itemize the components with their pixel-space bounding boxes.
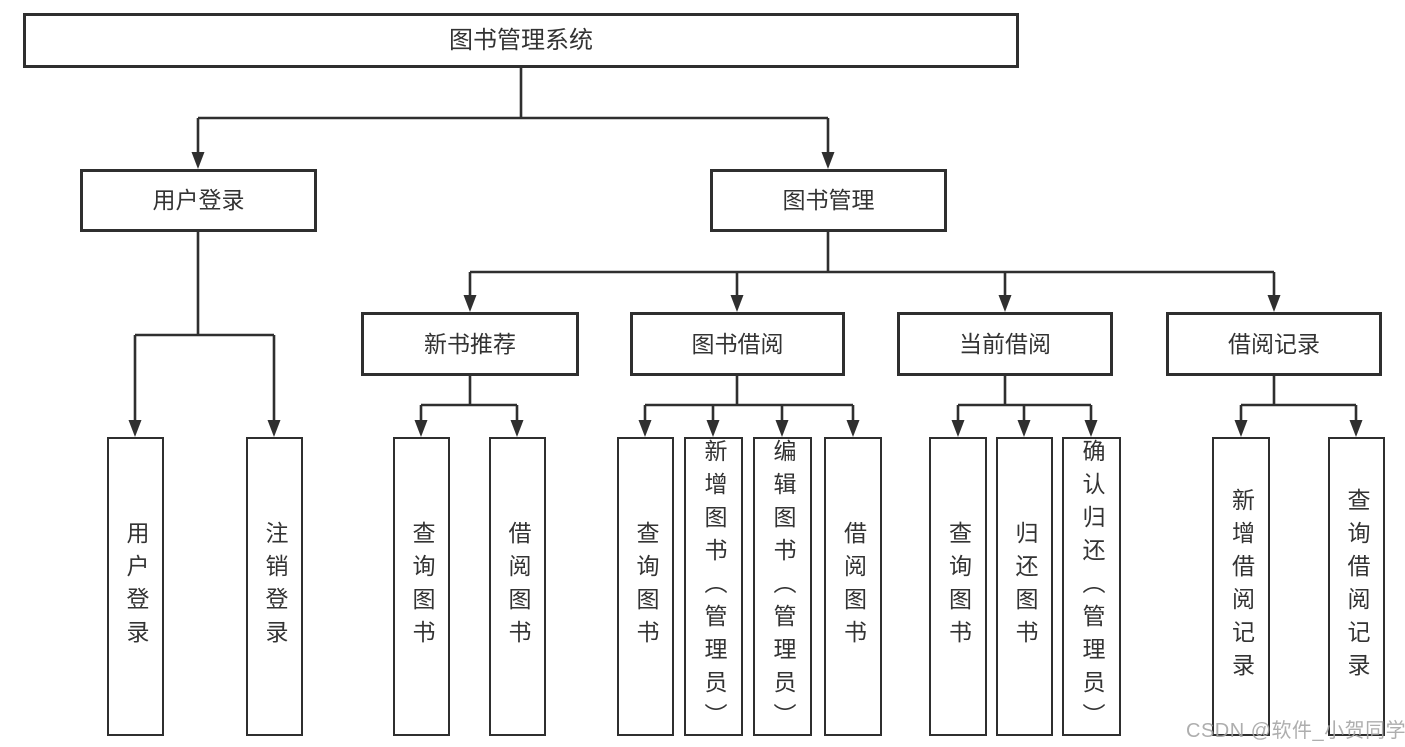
leaf-add-borrow-record: 新增借阅记录 (1212, 437, 1270, 736)
leaf-edit-book-admin: 编辑图书（管理员） (753, 437, 812, 736)
node-library-management-system: 图书管理系统 (23, 13, 1019, 68)
leaf-query-books-borrowing: 查询图书 (617, 437, 674, 736)
leaf-borrow-books-borrowing: 借阅图书 (824, 437, 882, 736)
tree-edges (133, 68, 1358, 422)
node-book-management: 图书管理 (710, 169, 947, 232)
csdn-watermark: CSDN @软件_小贺同学 (1186, 720, 1405, 742)
leaf-user-login: 用户登录 (107, 437, 164, 736)
arrowheads (128, 152, 1363, 437)
leaf-query-books-current: 查询图书 (929, 437, 987, 736)
node-new-book-recommendation: 新书推荐 (361, 312, 579, 376)
leaf-return-book: 归还图书 (996, 437, 1053, 736)
node-borrowing-records: 借阅记录 (1166, 312, 1382, 376)
leaf-confirm-return-admin: 确认归还（管理员） (1062, 437, 1121, 736)
leaf-query-borrow-record: 查询借阅记录 (1328, 437, 1385, 736)
leaf-add-book-admin: 新增图书（管理员） (684, 437, 743, 736)
leaf-borrow-books-recommend: 借阅图书 (489, 437, 546, 736)
leaf-query-books-recommend: 查询图书 (393, 437, 450, 736)
node-current-borrowing: 当前借阅 (897, 312, 1113, 376)
node-user-login: 用户登录 (80, 169, 317, 232)
leaf-logout: 注销登录 (246, 437, 303, 736)
node-book-borrowing: 图书借阅 (630, 312, 845, 376)
